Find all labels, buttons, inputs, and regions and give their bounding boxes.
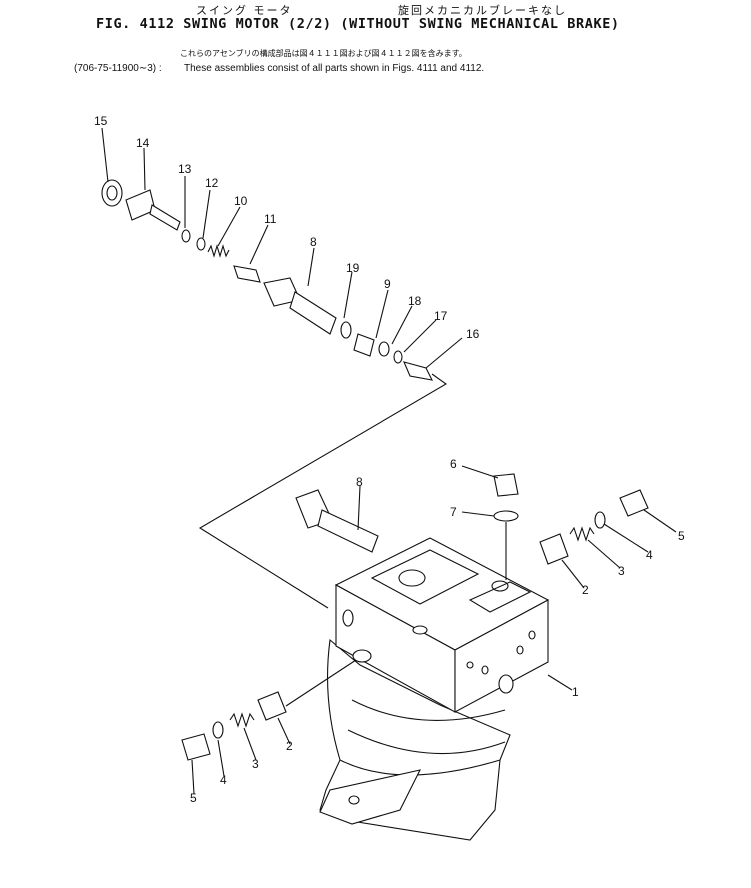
title-kana-right: 旋回メカニカルブレーキなし	[398, 4, 567, 17]
part-14-adjust-screw	[125, 189, 156, 221]
part-16-plug	[403, 361, 433, 381]
part-12-o-ring	[196, 237, 206, 251]
part-10-spring	[207, 244, 230, 258]
part-3-spring-left	[229, 712, 255, 728]
figure-title: FIG. 4112 SWING MOTOR (2/2) (WITHOUT SWI…	[96, 16, 620, 32]
callout-5-right: 5	[678, 529, 685, 543]
callout-16: 16	[466, 327, 480, 341]
callout-6: 6	[450, 457, 457, 471]
part-3-spring-right	[569, 526, 595, 542]
part-2-seat-right	[539, 533, 569, 565]
mounting-flange	[319, 769, 422, 825]
part-2-seat-left	[257, 691, 287, 721]
part-9-seat	[353, 333, 375, 357]
callout-8-lower: 8	[356, 475, 363, 489]
part-11-poppet	[233, 265, 261, 283]
callout-7: 7	[450, 505, 457, 519]
leader-lines	[101, 127, 677, 795]
callout-5-left: 5	[190, 791, 197, 805]
callout-labels: 15 14 13 12 10 11 8 19 9 18 17 16 6 7 8 …	[94, 114, 685, 805]
callout-8-upper: 8	[310, 235, 317, 249]
callout-12: 12	[205, 176, 219, 190]
callout-4-left: 4	[220, 773, 227, 787]
part-7-o-ring	[493, 510, 519, 522]
callout-13: 13	[178, 162, 192, 176]
callout-1: 1	[572, 685, 579, 699]
callout-2-left: 2	[286, 739, 293, 753]
callout-2-right: 2	[582, 583, 589, 597]
part-18-ring	[378, 341, 390, 357]
callout-3-left: 3	[252, 757, 259, 771]
upper-valve-assembly	[101, 179, 448, 609]
lower-valve-assembly	[181, 473, 649, 761]
callout-18: 18	[408, 294, 422, 308]
callout-14: 14	[136, 136, 150, 150]
callout-11: 11	[264, 212, 277, 226]
title-kana-left: スイング モータ	[196, 4, 293, 17]
callout-3-right: 3	[618, 564, 625, 578]
callout-4-right: 4	[646, 548, 653, 562]
callout-10: 10	[234, 194, 248, 208]
callout-15: 15	[94, 114, 108, 128]
part-5-plug-left	[181, 733, 211, 761]
part-13-ring	[181, 229, 191, 243]
assembly-note-english: These assemblies consist of all parts sh…	[184, 63, 485, 74]
valve-block-right-face	[454, 599, 549, 713]
callout-19: 19	[346, 261, 360, 275]
part-19-o-ring	[340, 321, 352, 339]
callout-17: 17	[434, 309, 448, 323]
part-5-plug-right	[619, 489, 649, 517]
part-17-o-ring	[393, 350, 403, 364]
serial-range: (706-75-11900∼3) :	[74, 63, 162, 74]
motor-body	[319, 537, 550, 841]
part-4-o-ring-right	[594, 511, 606, 529]
part-4-o-ring-left	[212, 721, 224, 739]
part-6-plug	[493, 473, 519, 497]
assembly-note-japanese: これらのアセンブリの構成部品は図４１１１図および図４１１２図を含みます。	[180, 49, 467, 58]
callout-9: 9	[384, 277, 391, 291]
